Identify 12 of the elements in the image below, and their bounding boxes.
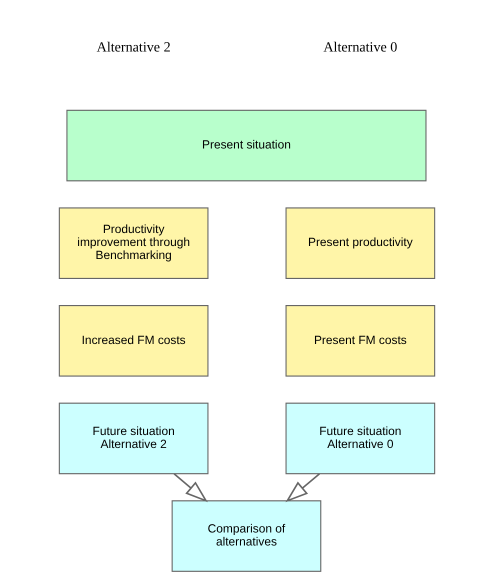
node-box: Present FM costs <box>285 305 435 377</box>
node-box: Future situation Alternative 2 <box>58 402 208 474</box>
node-box: Productivity improvement through Benchmarking <box>58 207 208 279</box>
node-box: Increased FM costs <box>58 305 208 377</box>
node-box: Comparison of alternatives <box>171 500 321 572</box>
node-box: Future situation Alternative 0 <box>285 402 435 474</box>
arrow <box>284 473 320 502</box>
label: Alternative 0 <box>322 40 397 56</box>
node-box: Present productivity <box>285 207 435 279</box>
arrow <box>173 473 208 502</box>
node-box: Present situation <box>66 110 426 182</box>
label: Alternative 2 <box>96 40 170 56</box>
